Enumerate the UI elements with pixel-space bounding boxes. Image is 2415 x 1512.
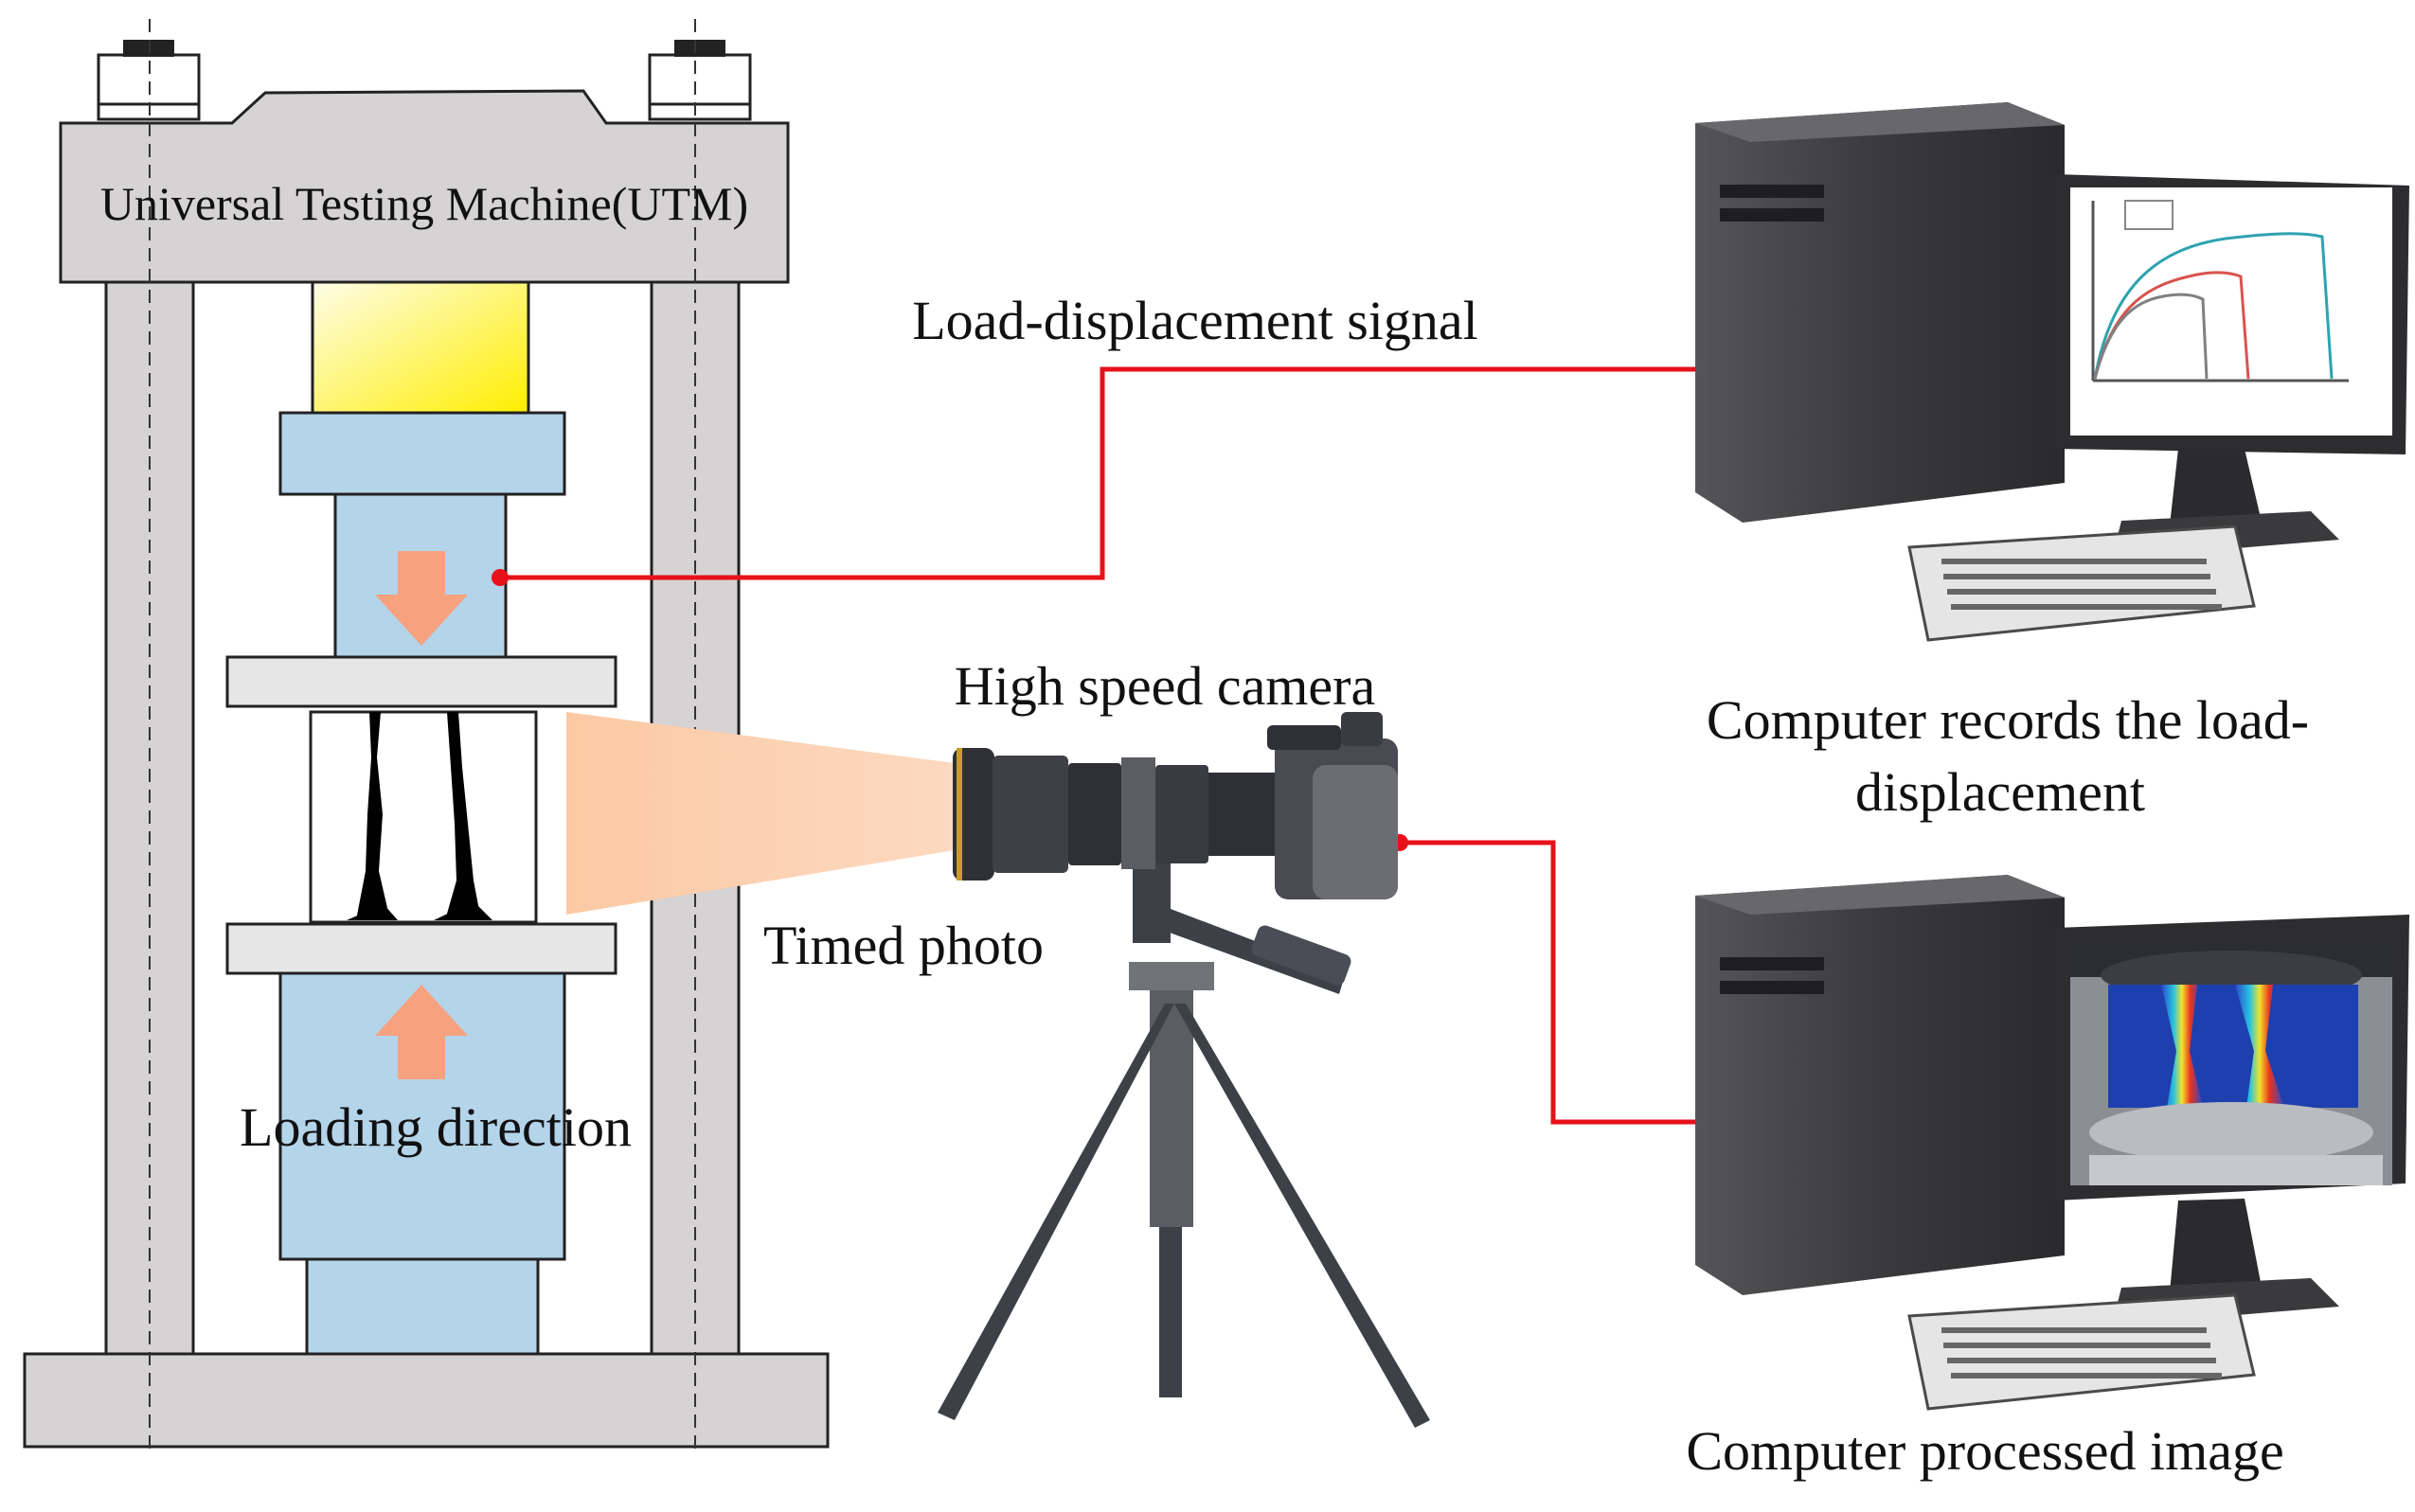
timed-photo-label: Timed photo xyxy=(763,915,1044,976)
lower-platen-base xyxy=(305,1257,540,1356)
upper-plate xyxy=(225,655,617,708)
specimen-cracks xyxy=(347,712,492,920)
load-signal-label: Load-displacement signal xyxy=(912,290,1478,351)
lower-plate xyxy=(225,922,617,975)
camera-icon xyxy=(953,712,1398,899)
utm-machine xyxy=(23,19,830,1453)
upper-platen-head xyxy=(278,411,566,496)
down-arrow-icon xyxy=(375,551,468,646)
desktop-computer-icon xyxy=(1695,875,2409,1411)
utm-label: Universal Testing Machine(UTM) xyxy=(100,177,748,230)
monitor-chart-thumbnail xyxy=(2091,200,2349,382)
monitor-dic-thumbnail xyxy=(2070,939,2392,1185)
specimen xyxy=(309,710,538,924)
up-arrow-icon xyxy=(375,985,468,1079)
camera-label: High speed camera xyxy=(955,655,1375,717)
computer-records-label-line2: displacement xyxy=(1855,761,2145,823)
camera-signal-line xyxy=(1391,834,1713,1130)
load-cell xyxy=(311,280,530,415)
utm-crosshead xyxy=(59,89,790,284)
camera-light-beam xyxy=(566,712,955,915)
desktop-computer-icon xyxy=(1695,102,2409,642)
top-nut-right xyxy=(648,40,752,121)
loading-direction-label: Loading direction xyxy=(240,1096,632,1158)
computer-processed-label: Computer processed image xyxy=(1686,1420,2283,1482)
computer-records-label-line1: Computer records the load- xyxy=(1707,689,2309,751)
utm-base xyxy=(23,1352,830,1449)
